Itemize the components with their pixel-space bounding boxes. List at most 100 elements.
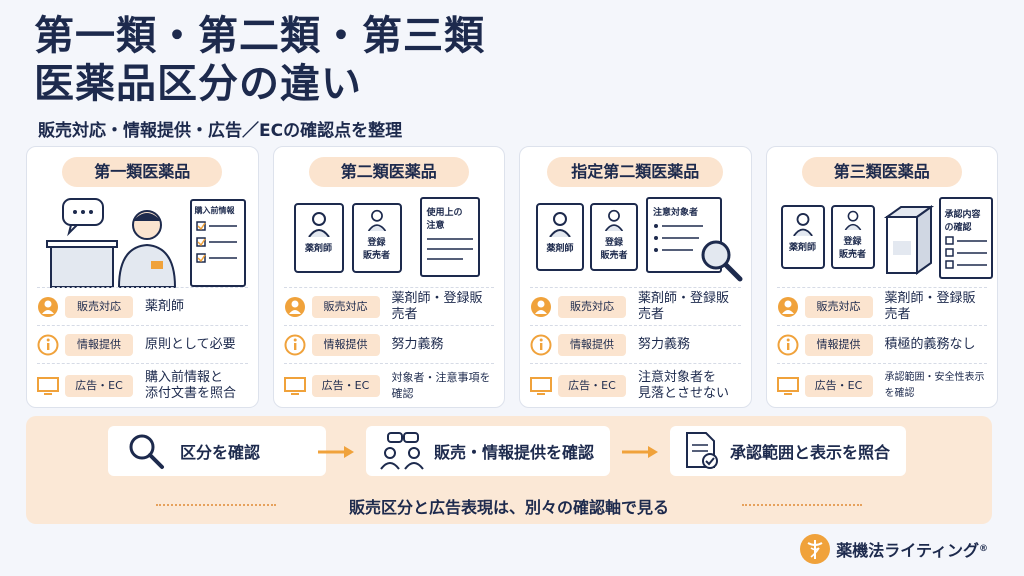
check-flow: 区分を確認 販売・情報提供を確認 承認範囲と表示を照合 販売区分と広告表現は、別	[26, 416, 992, 524]
row-ad: 広告・EC 購入前情報と 添付文書を照合	[37, 363, 248, 407]
row-value-ad: 注意対象者を 見落とさせない	[638, 370, 729, 402]
doc-line1: 使用上の	[426, 208, 463, 218]
medicine-box-icon	[883, 205, 934, 275]
monitor-icon	[530, 376, 552, 395]
dotted-divider-right	[742, 504, 862, 506]
badge-label-line2: 販売者	[838, 250, 866, 260]
row-value-sales: 薬剤師・登録販売者	[638, 290, 730, 322]
doc-line1: 注意対象者	[653, 208, 699, 218]
person-icon	[531, 296, 551, 317]
title-line-2: 医薬品区分の違い	[34, 61, 362, 107]
info-icon	[777, 334, 798, 355]
doc-line1: 承認内容	[944, 210, 981, 220]
pre-purchase-doc: 購入前情報	[189, 199, 246, 287]
person-icon	[792, 213, 813, 237]
category-cards: 第一類医薬品 購入前情報	[26, 146, 998, 408]
row-value-sales: 薬剤師・登録販売者	[391, 290, 483, 322]
row-label-ad: 広告・EC	[311, 374, 380, 397]
card-header: 第二類医薬品	[308, 157, 469, 187]
pharmacist-badge: 薬剤師	[536, 203, 584, 271]
step-label: 区分を確認	[180, 443, 261, 462]
dotted-divider-left	[156, 504, 276, 506]
document-check-icon	[686, 432, 718, 469]
row-value-ad-line2: 見落とさせない	[638, 385, 730, 401]
text-lines-icon	[654, 224, 703, 252]
row-label-ad: 広告・EC	[65, 374, 133, 397]
text-lines-icon	[426, 238, 473, 260]
person-icon	[38, 296, 58, 317]
row-sales: 販売対応 薬剤師・登録販売者	[283, 287, 494, 325]
brand-logo: 薬機法ライティング®	[800, 534, 988, 564]
seller-badge: 登録 販売者	[351, 203, 402, 273]
row-sales: 販売対応 薬剤師・登録販売者	[776, 287, 987, 325]
doc-label: 購入前情報	[194, 206, 235, 215]
magnifier-icon	[129, 434, 164, 469]
row-ad: 広告・EC 承認範囲・安全性表示を確認	[776, 363, 987, 407]
badge-label-line1: 登録	[604, 238, 623, 248]
row-ad: 広告・EC 対象者・注意事項を確認	[283, 363, 494, 407]
row-info: 情報提供 積極的義務なし	[776, 325, 987, 363]
person-icon	[284, 296, 305, 317]
badge-label: 薬剤師	[304, 244, 332, 254]
badge-label-line2: 販売者	[600, 251, 628, 261]
info-icon	[37, 334, 59, 355]
page-title: 第一類・第二類・第三類 医薬品区分の違い	[34, 12, 485, 108]
card-rows: 販売対応 薬剤師 情報提供 原則として必要 広告・EC 購入前情報と 添付文書を…	[37, 287, 248, 407]
row-value-ad-line2: 添付文書を照合	[145, 385, 237, 401]
row-value-ad: 対象者・注意事項を確認	[391, 370, 491, 400]
row-info: 情報提供 原則として必要	[37, 325, 248, 363]
checklist-icon	[195, 221, 237, 263]
arrow-right-icon	[318, 446, 354, 458]
row-label-sales: 販売対応	[311, 295, 380, 318]
pharmacist-badge: 薬剤師	[780, 205, 825, 269]
arrow-right-icon	[622, 446, 658, 458]
monitor-icon	[776, 376, 799, 395]
person-icon	[777, 296, 798, 317]
row-value-info: 努力義務	[391, 336, 444, 352]
row-value-ad-line1: 購入前情報と	[145, 369, 224, 385]
page-subtitle: 販売対応・情報提供・広告／ECの確認点を整理	[38, 121, 403, 141]
pharmacist-badge: 薬剤師	[293, 203, 344, 273]
person-icon	[307, 212, 330, 238]
badge-label-line1: 登録	[843, 237, 862, 247]
brand-name: 薬機法ライティング	[836, 541, 979, 560]
step-label: 販売・情報提供を確認	[434, 443, 595, 462]
card-class1: 第一類医薬品 購入前情報	[26, 146, 259, 408]
registered-mark: ®	[979, 544, 988, 554]
card-class2: 第二類医薬品 薬剤師 登録 販売者 使用上の 注意 販売対応	[272, 146, 505, 408]
magnifier-icon	[701, 240, 743, 282]
card-illustration: 薬剤師 登録 販売者 承認内容 の確認	[779, 193, 993, 289]
row-info: 情報提供 努力義務	[530, 325, 741, 363]
caduceus-icon	[800, 534, 831, 564]
row-info: 情報提供 努力義務	[283, 325, 494, 363]
card-class3: 第三類医薬品 薬剤師 登録 販売者 承認内容 の確認	[765, 146, 998, 408]
row-label-info: 情報提供	[804, 333, 873, 356]
step-check-sales-info: 販売・情報提供を確認	[366, 426, 610, 476]
row-label-sales: 販売対応	[558, 295, 626, 318]
person-icon	[549, 212, 571, 238]
person-icon	[844, 210, 861, 231]
card-illustration: 薬剤師 登録 販売者 使用上の 注意	[286, 193, 493, 289]
row-label-info: 情報提供	[311, 333, 380, 356]
step-label: 承認範囲と表示を照合	[730, 443, 891, 462]
row-value-ad: 購入前情報と 添付文書を照合	[145, 370, 236, 402]
info-icon	[530, 334, 552, 355]
row-value-info: 原則として必要	[145, 336, 236, 352]
row-label-sales: 販売対応	[804, 295, 873, 318]
badge-label: 薬剤師	[546, 244, 574, 254]
card-rows: 販売対応 薬剤師・登録販売者 情報提供 努力義務 広告・EC 注意対象者を 見落…	[530, 287, 741, 407]
seller-badge: 登録 販売者	[590, 203, 638, 271]
pharmacist-counter-icon	[46, 198, 177, 288]
row-value-sales: 薬剤師・登録販売者	[884, 290, 976, 322]
caution-target-doc: 注意対象者	[646, 197, 722, 273]
card-designated-class2: 指定第二類医薬品 薬剤師 登録 販売者 注意対象者	[519, 146, 752, 408]
title-line-1: 第一類・第二類・第三類	[34, 13, 485, 59]
badge-label-line1: 登録	[367, 238, 386, 248]
person-icon	[604, 209, 624, 232]
checklist-icon	[944, 236, 987, 269]
row-label-info: 情報提供	[558, 333, 626, 356]
badge-label: 薬剤師	[788, 243, 816, 253]
seller-badge: 登録 販売者	[830, 205, 875, 269]
card-rows: 販売対応 薬剤師・登録販売者 情報提供 努力義務 広告・EC 対象者・注意事項を…	[283, 287, 494, 407]
monitor-icon	[37, 376, 59, 395]
